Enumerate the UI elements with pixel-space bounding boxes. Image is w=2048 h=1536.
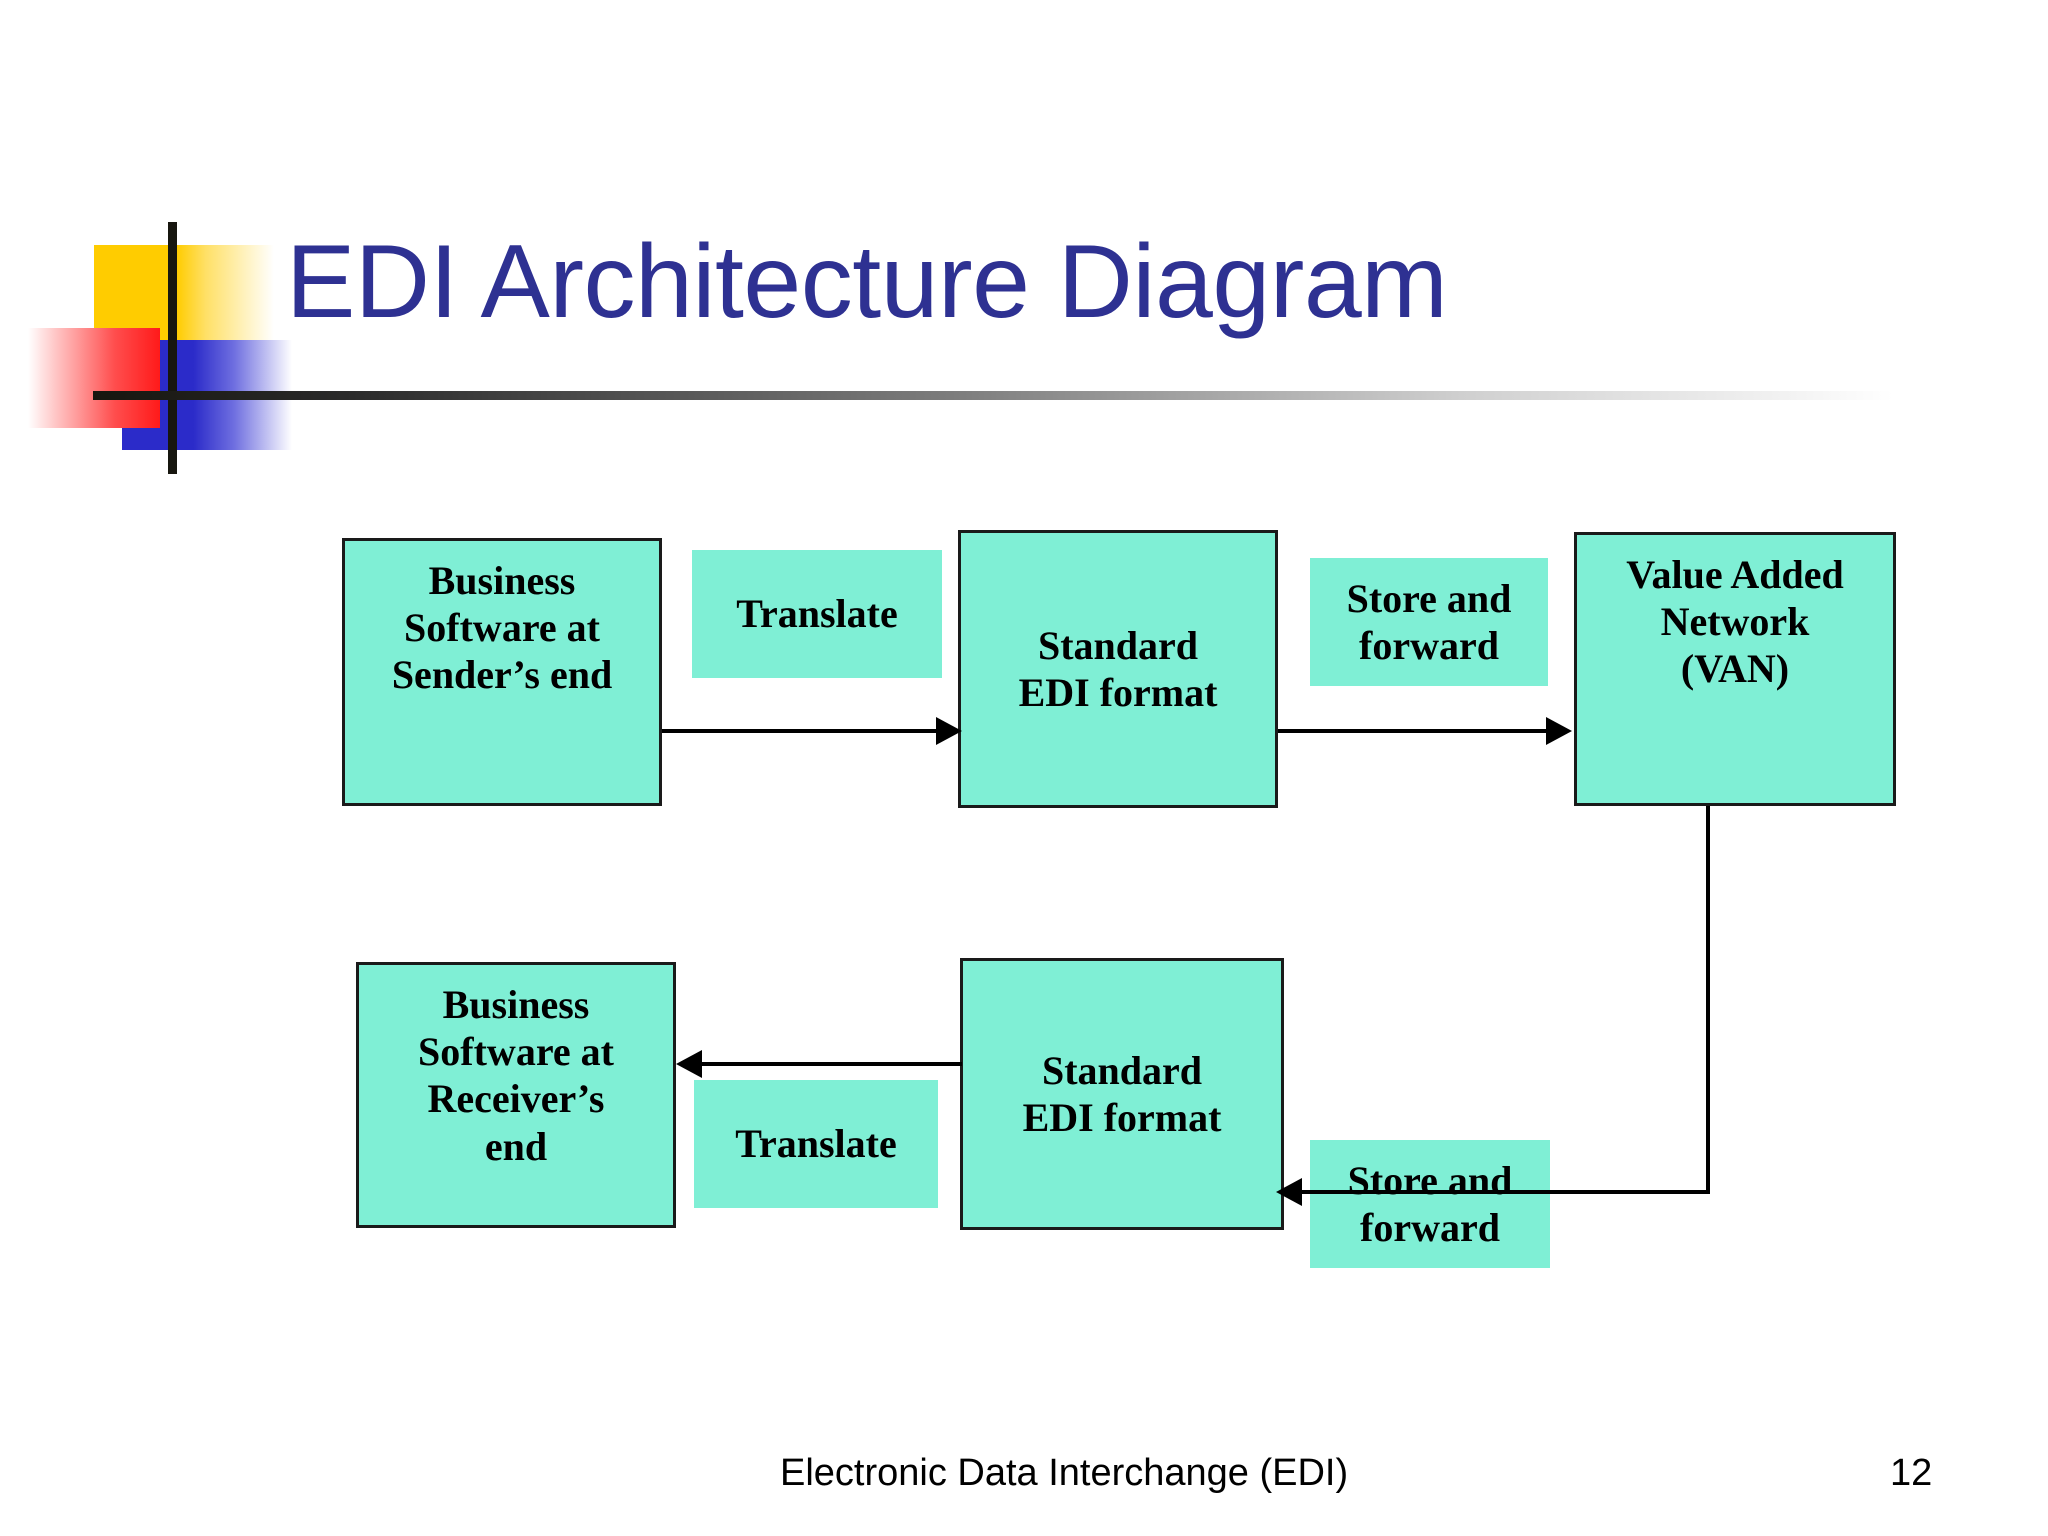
footer-text: Electronic Data Interchange (EDI) (780, 1452, 1349, 1494)
logo-red-square (28, 328, 160, 428)
node-translate-bottom: Translate (694, 1080, 938, 1208)
connector-sender-to-edi-arrow (936, 717, 962, 745)
node-translate-top: Translate (692, 550, 942, 678)
logo-horizontal-rule (93, 391, 1893, 400)
connector-edi-to-receiver-arrow (676, 1050, 702, 1078)
connector-edi-to-van-arrow (1546, 717, 1572, 745)
connector-van-to-edi-horizontal (1300, 1190, 1710, 1194)
page-title: EDI Architecture Diagram (286, 224, 1448, 340)
connector-van-to-edi-vertical (1706, 806, 1710, 1194)
connector-edi-to-van-line (1278, 729, 1550, 733)
page-number: 12 (1890, 1452, 1933, 1494)
connector-edi-to-receiver-line (700, 1062, 962, 1066)
connector-van-to-edi-arrow (1276, 1178, 1302, 1206)
node-label: Translate (735, 1121, 897, 1167)
node-label: Translate (736, 591, 898, 637)
connector-sender-to-edi-line (662, 729, 942, 733)
logo-vertical-line (168, 222, 177, 474)
